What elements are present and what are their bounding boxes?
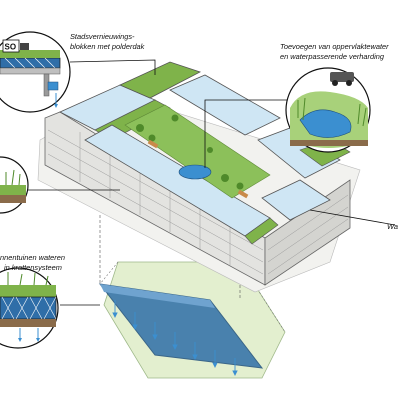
perimeter-block xyxy=(37,61,361,293)
label-polder-roof-line1: Stadsvernieuwings- xyxy=(70,32,135,41)
label-crate-system-line1: nnentuinen wateren xyxy=(0,253,65,262)
leader-lines xyxy=(10,59,396,306)
label-surface-water-line1: Toevoegen van oppervlaktewater xyxy=(280,42,389,51)
green-roof-inset xyxy=(0,156,29,214)
label-crate-system-line2: in krattensysteem xyxy=(4,263,62,272)
crate-system-inset xyxy=(0,267,59,349)
badge-text: SO xyxy=(5,43,17,52)
label-surface-water-line2: en waterpasserende verharding xyxy=(280,52,384,61)
label-right-edge: Wa xyxy=(387,222,398,231)
label-polder-roof-line2: blokken met polderdak xyxy=(70,42,145,51)
surface-water-inset xyxy=(285,67,371,153)
polder-roof-inset: SO xyxy=(0,31,71,113)
